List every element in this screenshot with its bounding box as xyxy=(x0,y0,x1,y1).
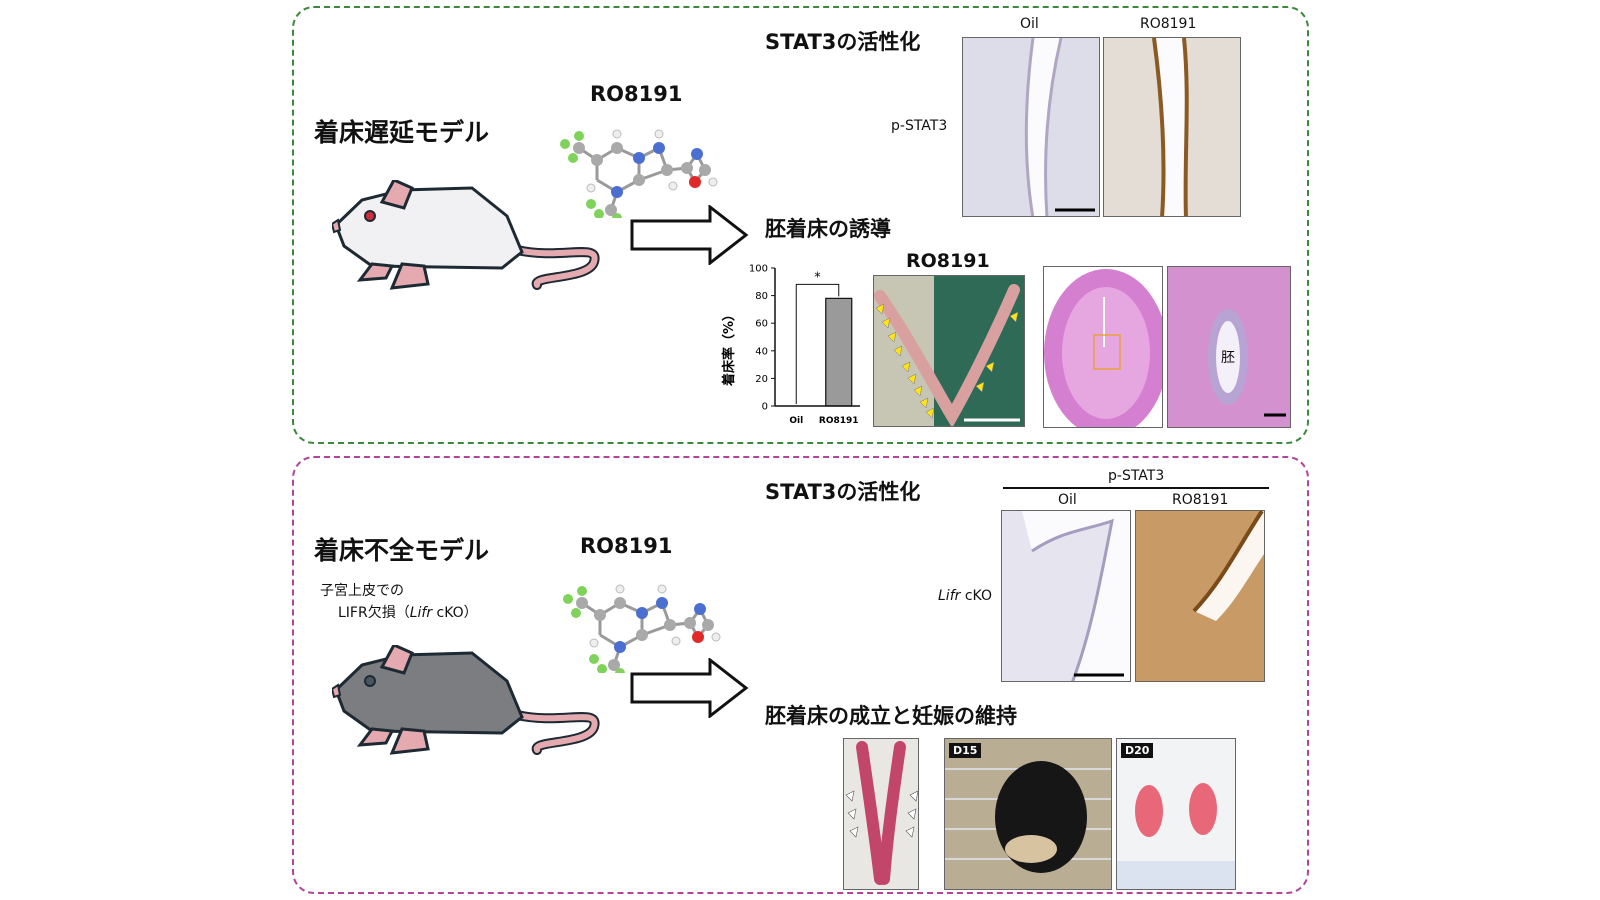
gray-mouse-icon xyxy=(332,645,600,755)
pups-photo-d20: D20 xyxy=(1116,738,1236,890)
top-ihc-row-label: p-STAT3 xyxy=(891,118,948,134)
failure-model-title: 着床不全モデル xyxy=(314,536,490,565)
top-drug-name: RO8191 xyxy=(590,82,683,106)
top-ihc-col-drug: RO8191 xyxy=(1140,16,1197,32)
top-ihc-ro8191-image xyxy=(1103,37,1241,217)
pregnancy-heading: 胚着床の成立と妊娠の維持 xyxy=(765,704,1017,728)
white-mouse-icon xyxy=(332,180,600,290)
embryo-label: 胚 xyxy=(1221,350,1235,366)
chart-significance-mark: * xyxy=(814,270,821,285)
delayed-implantation-panel xyxy=(292,6,1309,444)
bottom-ihc-row-label: Lifr cKO xyxy=(938,588,992,604)
induction-heading: 胚着床の誘導 xyxy=(765,217,891,241)
bottom-drug-name: RO8191 xyxy=(580,534,673,558)
chart-y-tick-label-0: 0 xyxy=(762,402,768,413)
implantation-failure-panel xyxy=(292,456,1309,894)
chart-bar-ro8191 xyxy=(825,297,853,407)
chart-x-label-oil: Oil xyxy=(789,416,803,426)
uterus-photo-top xyxy=(873,275,1025,427)
top-ihc-col-oil: Oil xyxy=(1020,16,1039,32)
ro8191-molecule-top-icon xyxy=(560,129,718,218)
implantation-rate-chart: 着床率（%） 0 20 40 60 80 100 Oil RO8191 * xyxy=(721,264,860,426)
bottom-ihc-oil-image xyxy=(1001,510,1131,682)
top-ihc-oil-image xyxy=(962,37,1100,217)
treatment-arrow-top-icon xyxy=(630,205,749,265)
chart-y-axis-label: 着床率（%） xyxy=(721,308,737,387)
bottom-stat3-heading: STAT3の活性化 xyxy=(765,480,921,504)
chart-x-label-ro8191: RO8191 xyxy=(819,416,859,426)
bottom-ihc-col-oil: Oil xyxy=(1058,492,1077,508)
chart-y-tick-label-2: 40 xyxy=(755,346,768,357)
failure-model-sub-line2: LIFR欠損（Lifr cKO） xyxy=(338,605,478,621)
chart-y-tick-label-4: 80 xyxy=(755,291,768,302)
chart-significance-bracket xyxy=(795,283,840,404)
delayed-model-title: 着床遅延モデル xyxy=(314,118,490,147)
day20-tag: D20 xyxy=(1121,743,1154,758)
bottom-ihc-ro8191-image xyxy=(1135,510,1265,682)
day15-tag: D15 xyxy=(949,743,982,758)
bottom-ihc-col-drug: RO8191 xyxy=(1172,492,1229,508)
bottom-ihc-group-label: p-STAT3 xyxy=(1108,468,1165,484)
treatment-arrow-bottom-icon xyxy=(630,658,749,718)
ihc-group-divider xyxy=(1003,487,1269,489)
ro8191-molecule-bottom-icon xyxy=(563,584,721,673)
failure-model-sub-line1: 子宮上皮での xyxy=(320,583,404,599)
implantation-section-low-mag xyxy=(1043,266,1163,428)
uterus-photo-bottom xyxy=(843,738,919,890)
chart-y-tick-label-5: 100 xyxy=(749,264,768,275)
top-photo-label: RO8191 xyxy=(906,250,990,272)
implantation-section-high-mag: 胚 xyxy=(1167,266,1291,428)
chart-y-tick-label-3: 60 xyxy=(755,319,768,330)
pregnant-mouse-photo-d15: D15 xyxy=(944,738,1112,890)
chart-y-tick-label-1: 20 xyxy=(755,374,768,385)
top-stat3-heading: STAT3の活性化 xyxy=(765,30,921,54)
